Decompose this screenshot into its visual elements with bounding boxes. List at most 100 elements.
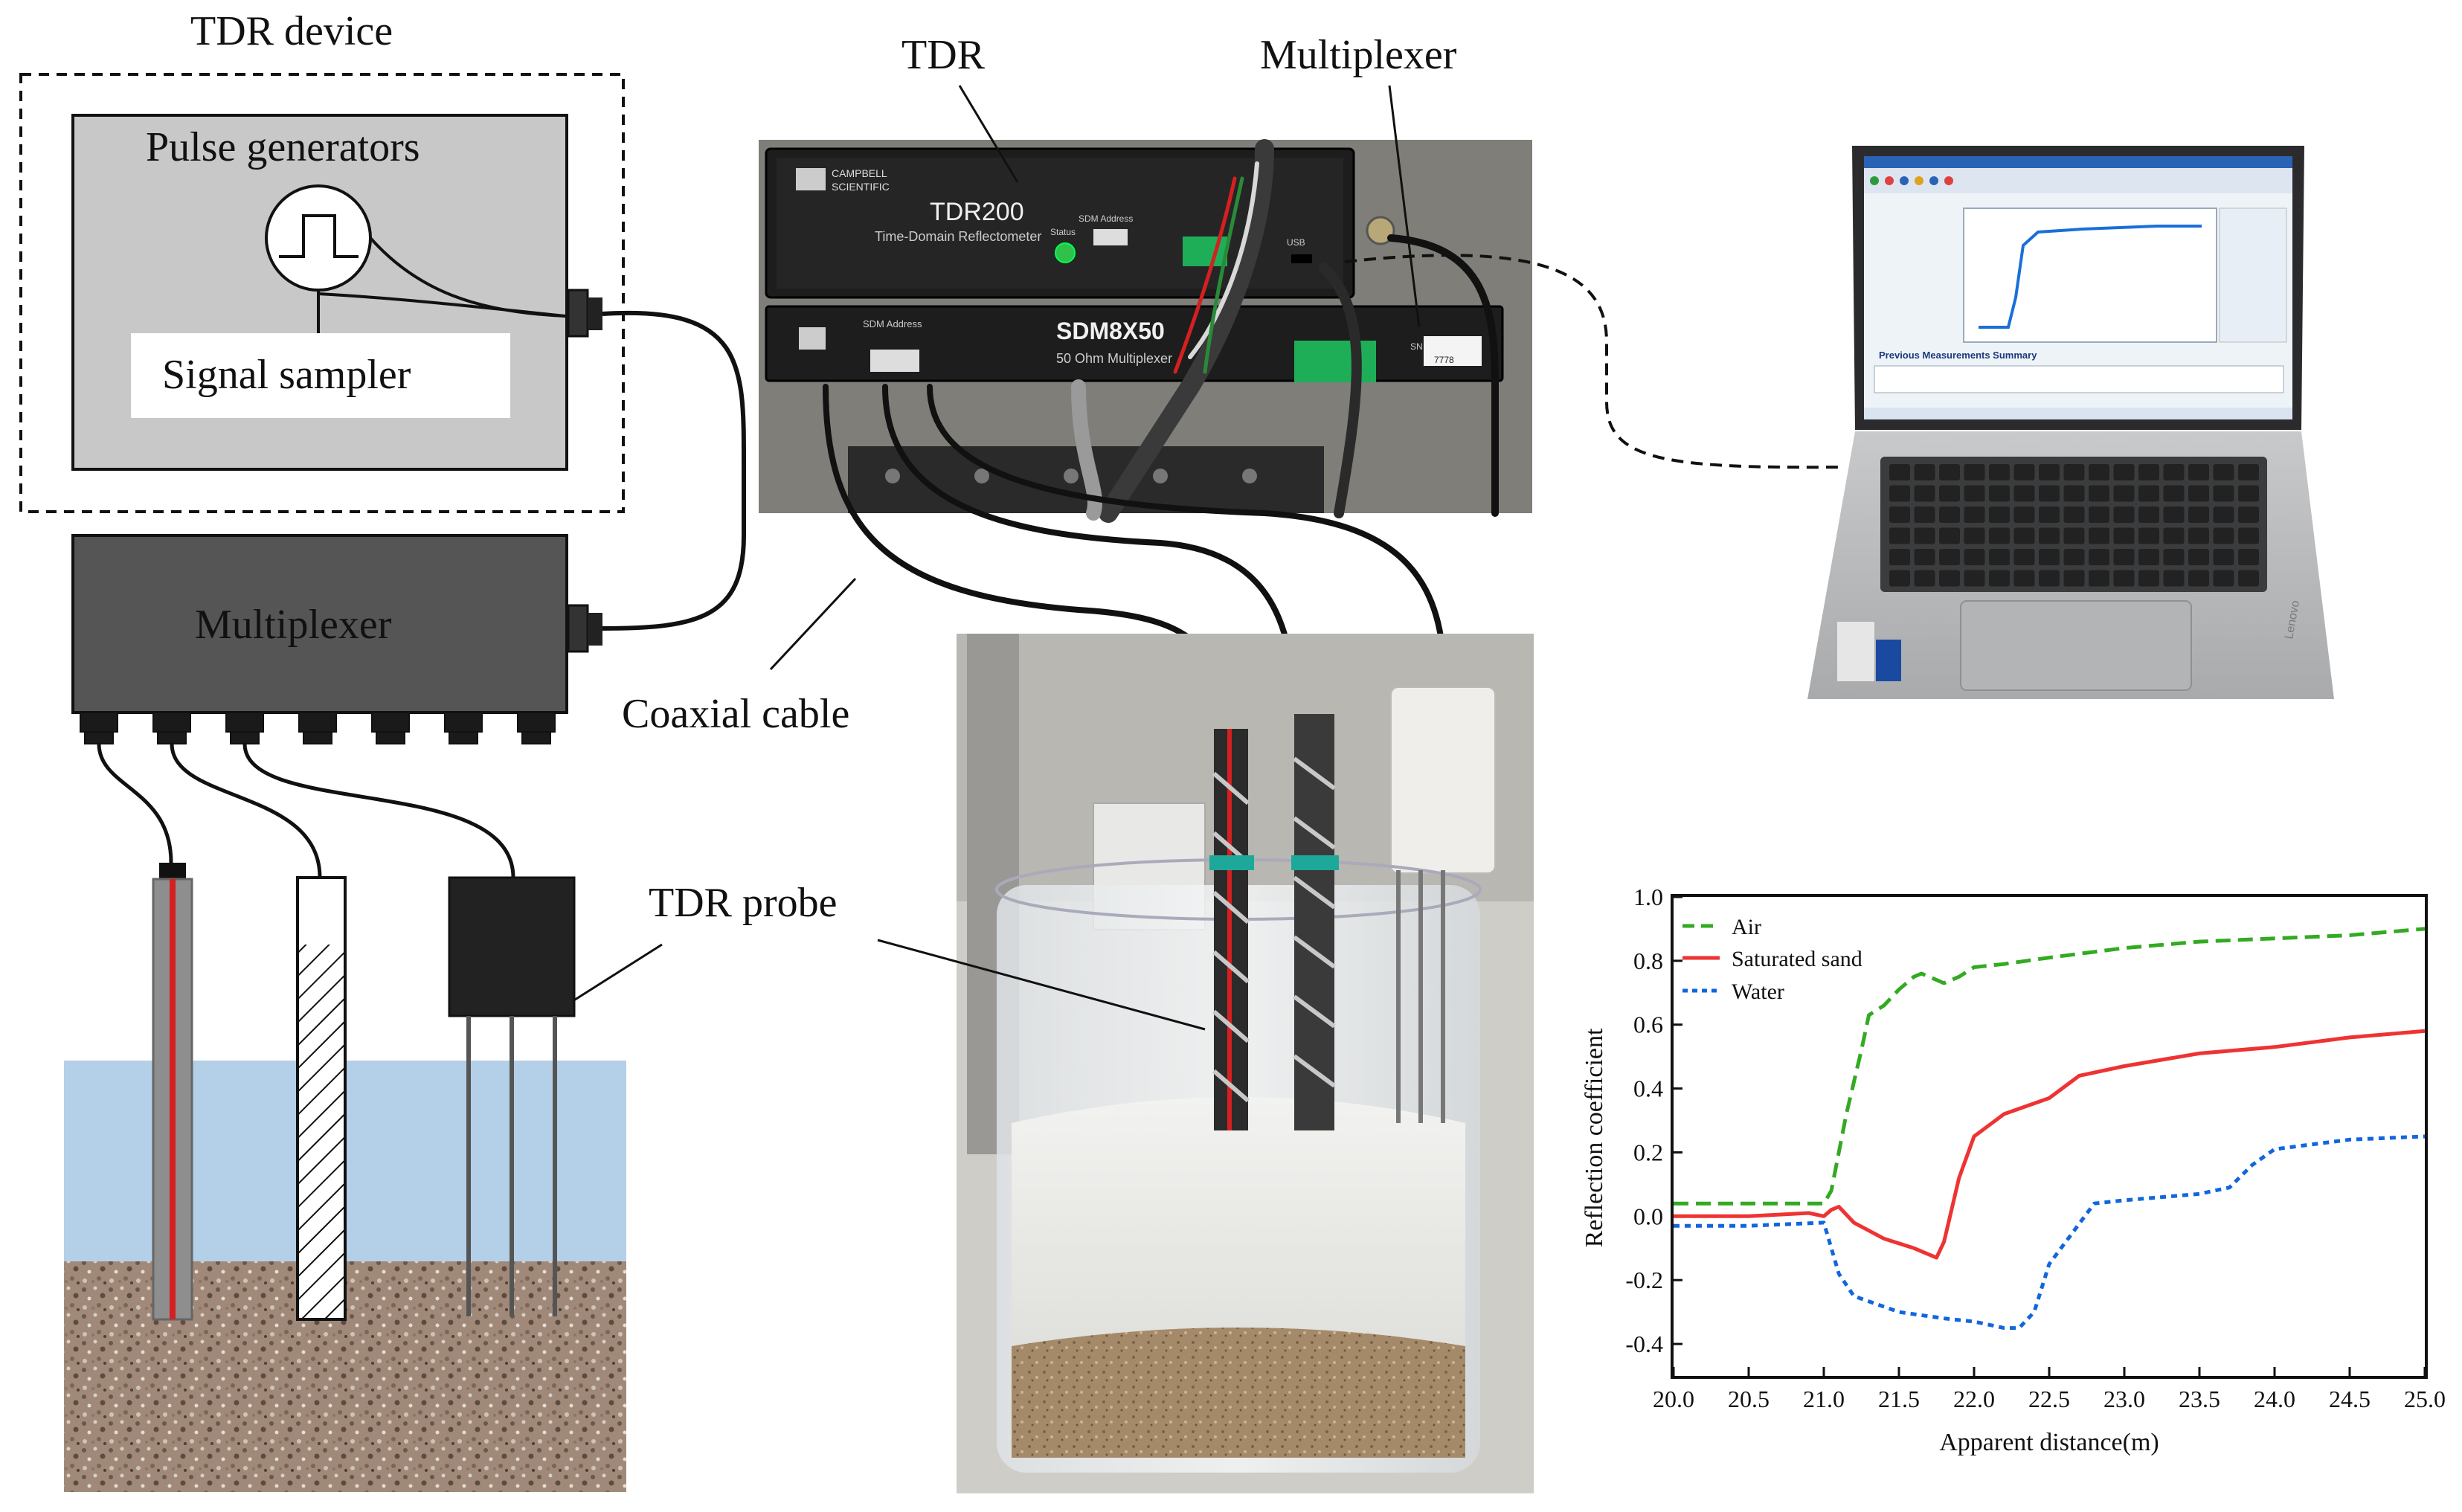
keyboard-key (1889, 506, 1910, 523)
mux-address-label: SDM Address (863, 318, 922, 329)
keyboard-key (2238, 527, 2259, 544)
keyboard-key (2013, 549, 2035, 565)
keyboard-key (1914, 527, 1935, 544)
keyboard-key (1889, 527, 1910, 544)
keyboard-key (2089, 549, 2109, 565)
keyboard-key (2039, 485, 2060, 502)
x-tick-label: 23.0 (2103, 1386, 2145, 1412)
y-tick-label: 0.4 (1633, 1075, 1663, 1102)
keyboard-key (2113, 485, 2135, 502)
laptop-sticker-1 (1837, 622, 1874, 681)
keyboard-key (1939, 506, 1960, 523)
sampler-to-connector-wire (318, 292, 566, 318)
keyboard-key (2213, 527, 2234, 544)
keyboard-key (2113, 527, 2135, 544)
multiplexer-leader-line (1388, 85, 1421, 328)
keyboard-key (2113, 549, 2135, 565)
jar-milk-water (1012, 1097, 1465, 1346)
keyboard-key (2238, 570, 2259, 587)
keyboard-key (2238, 549, 2259, 565)
keyboard-key (2089, 506, 2109, 523)
plate-holes (885, 469, 1257, 483)
y-tick-label: -0.4 (1625, 1331, 1663, 1357)
keyboard-key (1964, 570, 1985, 587)
mux-model: SDM8X50 (1056, 318, 1165, 344)
screen-taskbar (1864, 408, 2292, 419)
probe-photo-leader-line (877, 939, 1206, 1031)
keyboard-key (2213, 549, 2234, 565)
keyboard-key (2089, 485, 2109, 502)
probe-clip-1 (1209, 855, 1254, 870)
keyboard-key (2138, 506, 2159, 523)
device-mux-cable (602, 310, 746, 631)
keyboard-key (1989, 570, 2010, 587)
keyboard-key (1914, 506, 1935, 523)
probe-leader-line (572, 943, 663, 1003)
keyboard-key (1939, 527, 1960, 544)
keyboard-key (2188, 527, 2209, 544)
chart-x-axis-label: Apparent distance(m) (1939, 1429, 2159, 1456)
signal-sampler-box (131, 333, 510, 418)
x-tick-label: 23.5 (2179, 1386, 2220, 1412)
brand-line-2: SCIENTIFIC (832, 181, 890, 193)
keyboard-key (1989, 506, 2010, 523)
keyboard-key (2163, 464, 2185, 480)
keyboard-key (2113, 506, 2135, 523)
keyboard-key (2138, 485, 2159, 502)
keyboard-keys (1889, 464, 2259, 587)
pulse-generator-icon (265, 184, 372, 292)
keyboard-key (1989, 527, 2010, 544)
keyboard-key (2089, 570, 2109, 587)
keyboard-key (2039, 506, 2060, 523)
probe-head-block (1390, 686, 1496, 874)
y-tick-label: 0.0 (1633, 1203, 1663, 1229)
sdm-logo-icon (799, 327, 826, 350)
screen-titlebar (1864, 156, 2292, 168)
tdr200-subtitle: Time-Domain Reflectometer (875, 229, 1041, 244)
hatched-probe-fill (299, 945, 344, 1318)
y-tick-label: 0.8 (1633, 948, 1663, 974)
multiplexer-photo-label: Multiplexer (1260, 32, 1457, 78)
screen-summary-table (1874, 365, 2284, 393)
keyboard-key (1939, 485, 1960, 502)
mux-terminal (1294, 341, 1376, 382)
mux-connector (567, 604, 589, 653)
jar-photo (957, 634, 1534, 1493)
x-tick-label: 20.5 (1728, 1386, 1770, 1412)
keyboard-key (1914, 570, 1935, 587)
keyboard-key (2238, 464, 2259, 480)
x-tick-label: 24.5 (2329, 1386, 2371, 1412)
keyboard-key (2238, 485, 2259, 502)
x-tick-label: 22.5 (2028, 1386, 2070, 1412)
keyboard-key (2163, 527, 2185, 544)
tdr-label: TDR (901, 32, 985, 78)
probe-cable-3 (242, 743, 515, 878)
serial-tag (1424, 336, 1482, 366)
keyboard-key (1964, 527, 1985, 544)
x-tick-label: 20.0 (1653, 1386, 1694, 1412)
pulse-waveform-icon (279, 214, 359, 258)
mux-ports (80, 712, 556, 744)
keyboard-key (1914, 549, 1935, 565)
keyboard-key (1989, 464, 2010, 480)
chart-series (1674, 927, 2426, 1331)
toolbar-icons (1870, 176, 1953, 185)
keyboard-key (2039, 527, 2060, 544)
keyboard-key (2138, 570, 2159, 587)
usb-dashed-link (1344, 254, 1845, 469)
usb-label: USB (1287, 237, 1305, 248)
series-line-air (1674, 927, 2426, 1206)
keyboard-key (1939, 549, 1960, 565)
keyboard-key (2063, 527, 2085, 544)
keyboard-key (1989, 549, 2010, 565)
sdm-address-switch (1093, 229, 1128, 245)
x-tick-label: 21.5 (1878, 1386, 1920, 1412)
tdr-device-title: TDR device (190, 8, 393, 54)
schematic (19, 73, 746, 1492)
y-tick-label: 0.2 (1633, 1139, 1663, 1165)
keyboard-key (2039, 570, 2060, 587)
probe-cable-1 (97, 743, 173, 863)
keyboard-key (1964, 485, 1985, 502)
